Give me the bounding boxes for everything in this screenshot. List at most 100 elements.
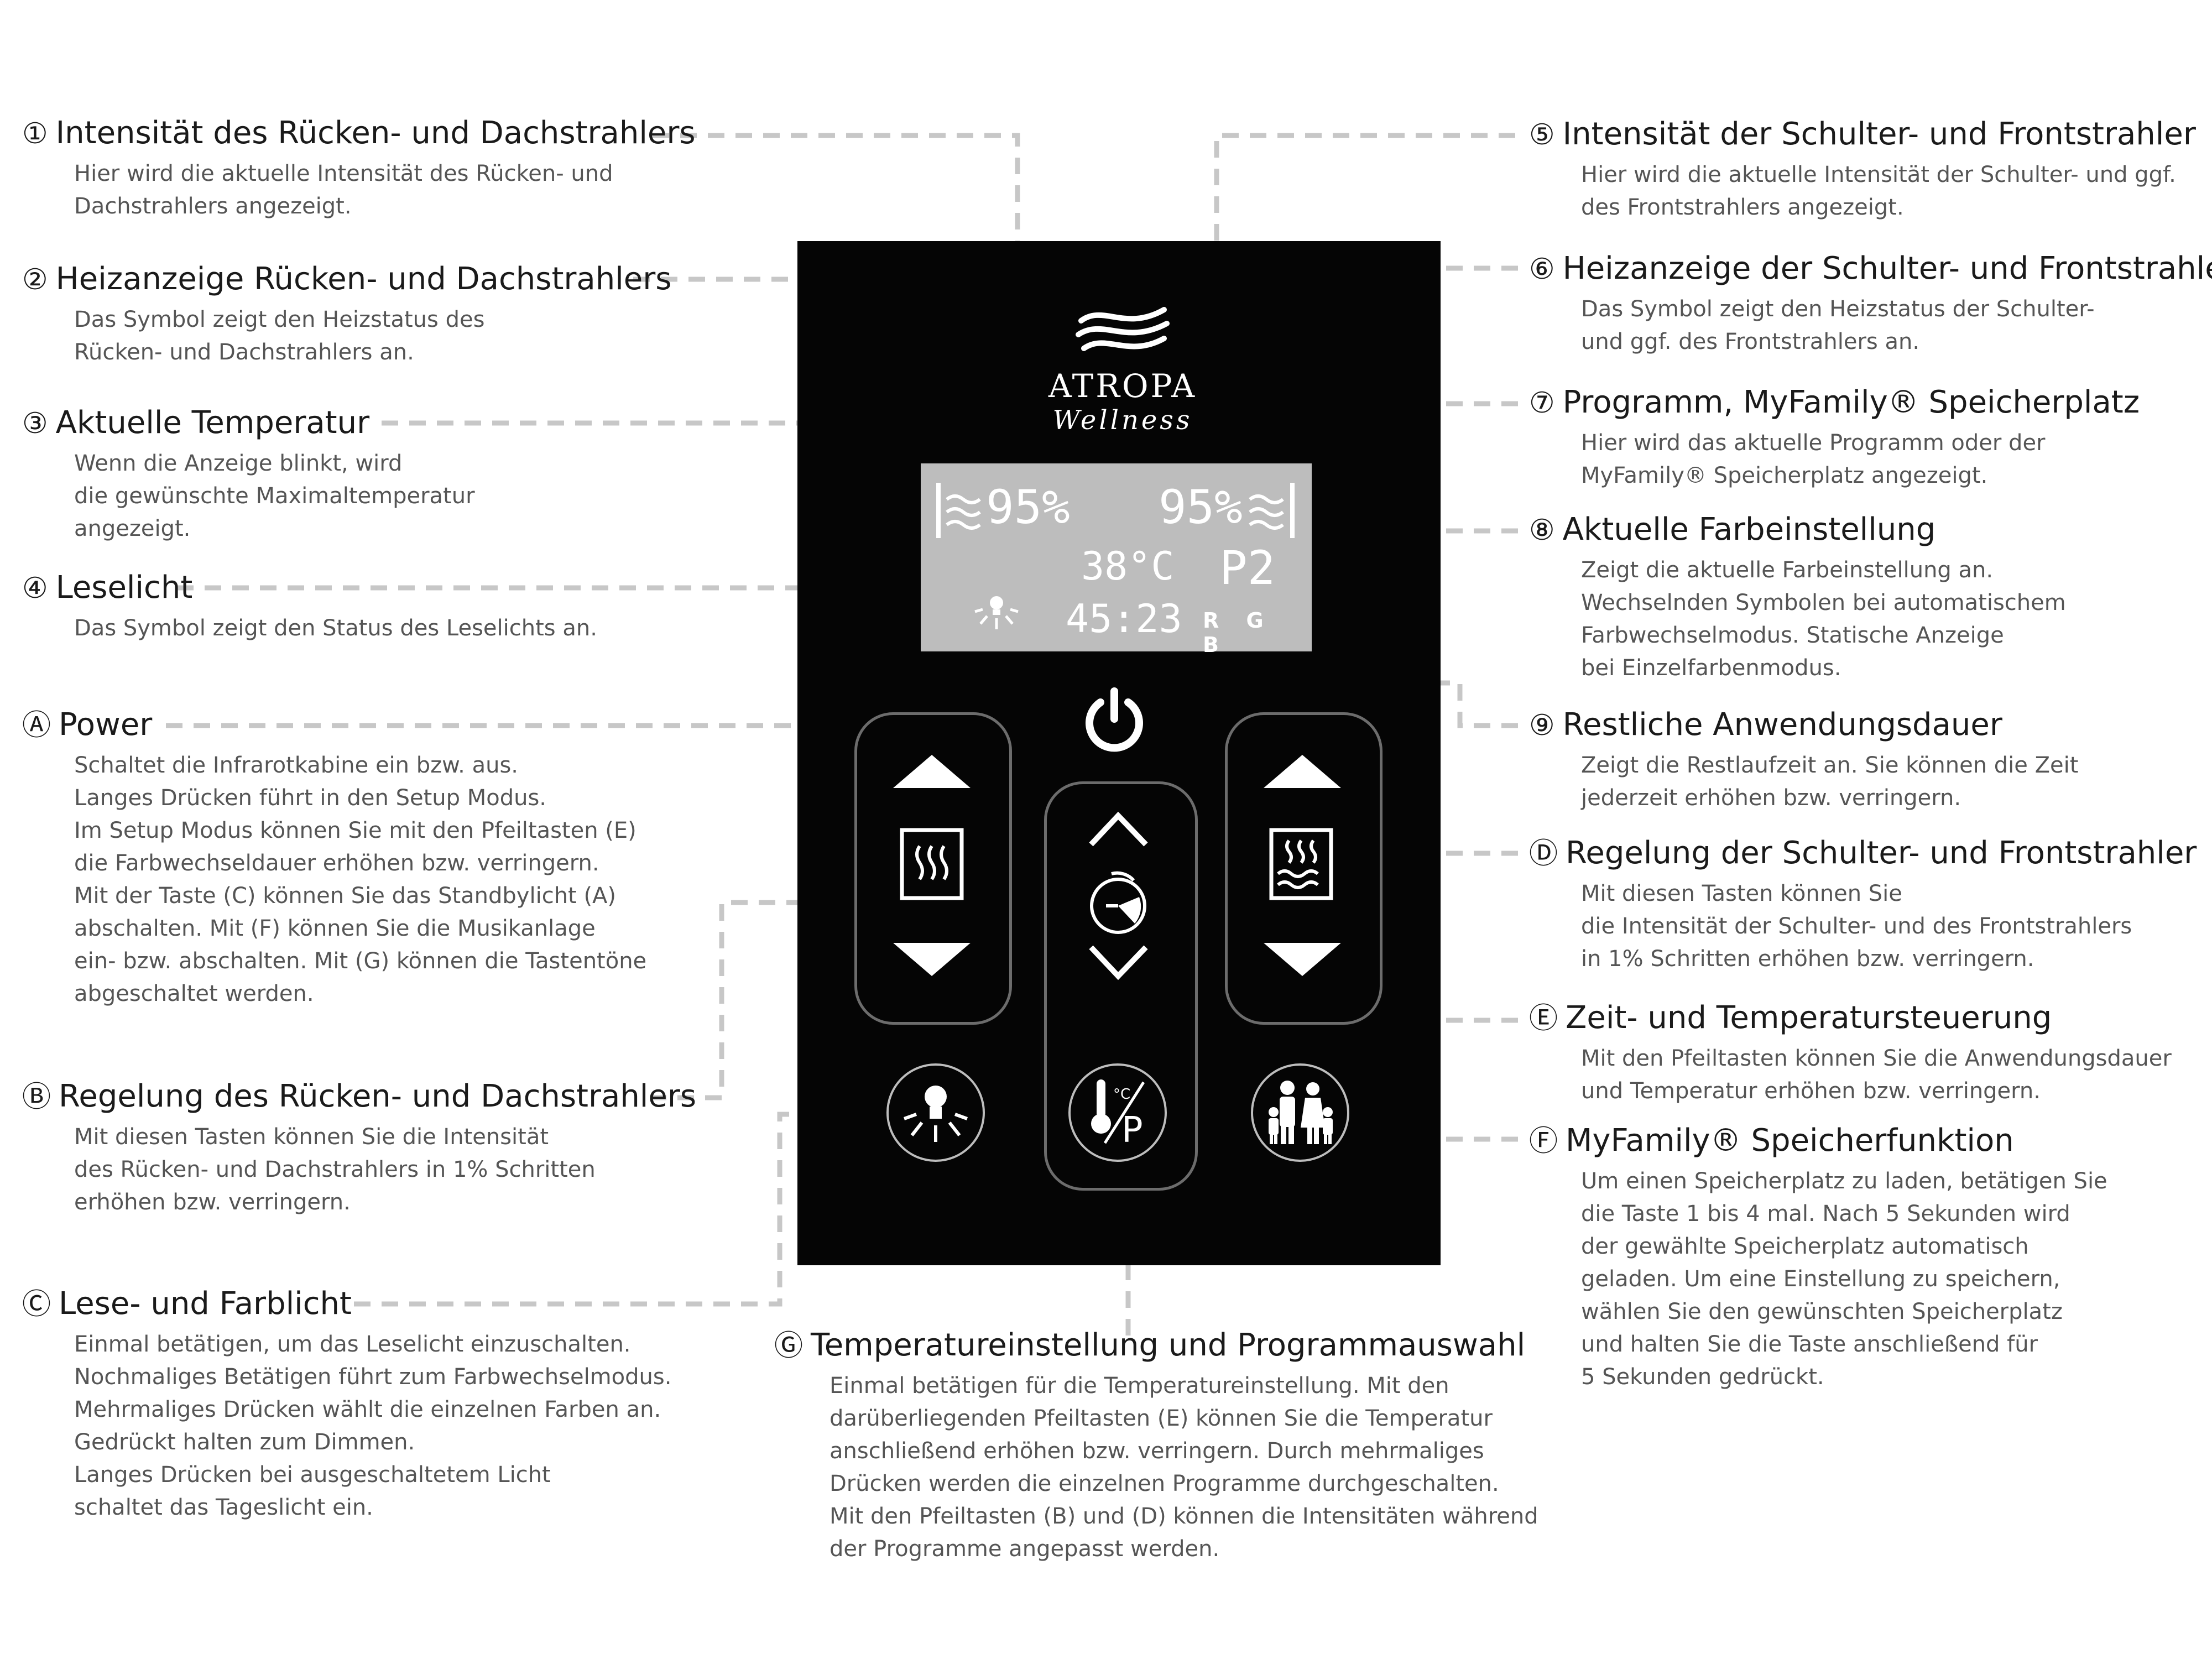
title-6: Heizanzeige der Schulter- und Frontstrah… [1562, 251, 2212, 286]
lcd-time: 45:23 [1066, 596, 1182, 641]
timer-icon [1090, 871, 1146, 934]
marker-E: Ⓔ [1529, 1002, 1558, 1035]
back-intensity-down-button[interactable] [890, 940, 973, 979]
shoulder-intensity-control [1225, 712, 1383, 1025]
light-bulb-icon [903, 1086, 968, 1142]
leader-9 [1125, 661, 1518, 728]
marker-D: Ⓓ [1529, 837, 1558, 870]
title-A: Power [59, 707, 153, 743]
wave-logo-icon [1076, 307, 1170, 351]
marker-8: ⑧ [1529, 514, 1555, 547]
desc-7: Hier wird das aktuelle Programm oder der… [1581, 430, 2046, 488]
desc-D: Mit diesen Tasten können Sie die Intensi… [1581, 881, 2132, 972]
desc-4: Das Symbol zeigt den Status des Leselich… [74, 615, 597, 641]
lcd-program: P2 [1219, 541, 1276, 595]
desc-3: Wenn die Anzeige blinkt, wird die gewüns… [74, 451, 475, 541]
title-5: Intensität der Schulter- und Frontstrahl… [1562, 116, 2196, 152]
time-temperature-control [1044, 781, 1198, 1191]
desc-F: Um einen Speicherplatz zu laden, betätig… [1581, 1168, 2107, 1390]
title-E: Zeit- und Temperatursteuerung [1566, 1000, 2052, 1036]
marker-3: ③ [22, 407, 48, 440]
marker-G: Ⓖ [774, 1329, 804, 1363]
lcd-bar-right [1290, 483, 1295, 538]
desc-E: Mit den Pfeiltasten können Sie die Anwen… [1581, 1046, 2172, 1104]
desc-C: Einmal betätigen, um das Leselicht einzu… [74, 1332, 672, 1520]
lcd-back-intensity: 95% [986, 480, 1070, 534]
light-button[interactable] [886, 1063, 985, 1162]
lcd-bar-left [936, 483, 941, 538]
time-temperature-down-button[interactable] [1087, 943, 1150, 982]
marker-C: Ⓒ [22, 1288, 51, 1321]
marker-2: ② [22, 263, 48, 296]
desc-8: Zeigt die aktuelle Farbeinstellung an. W… [1581, 557, 2066, 681]
brand-sub: Wellness [1052, 405, 1193, 436]
title-9: Restliche Anwendungsdauer [1562, 707, 2002, 743]
myfamily-button[interactable] [1251, 1063, 1349, 1162]
desc-G: Einmal betätigen für die Temperatureinst… [830, 1373, 1538, 1562]
thermometer-program-icon: °C P [1091, 1079, 1145, 1149]
time-temperature-up-button[interactable] [1087, 810, 1150, 849]
desc-A: Schaltet die Infrarotkabine ein bzw. aus… [74, 753, 647, 1006]
marker-5: ⑤ [1529, 118, 1555, 152]
power-button[interactable] [1084, 686, 1145, 752]
marker-7: ⑦ [1529, 387, 1555, 420]
marker-B: Ⓑ [22, 1081, 51, 1114]
desc-5: Hier wird die aktuelle Intensität der Sc… [1581, 162, 2176, 220]
marker-6: ⑥ [1529, 253, 1555, 286]
marker-9: ⑨ [1529, 709, 1555, 742]
title-3: Aktuelle Temperatur [55, 405, 370, 441]
back-intensity-control [854, 712, 1012, 1025]
lcd-display: 95% 95% 38°C P2 45:23 R G B [921, 463, 1312, 657]
marker-A: Ⓐ [22, 709, 51, 742]
title-G: Temperatureinstellung und Programmauswah… [811, 1327, 1526, 1363]
desc-9: Zeigt die Restlaufzeit an. Sie können di… [1581, 753, 2079, 811]
title-7: Programm, MyFamily® Speicherplatz [1562, 384, 2140, 420]
desc-B: Mit diesen Tasten können Sie die Intensi… [74, 1124, 596, 1215]
desc-2: Das Symbol zeigt den Heizstatus des Rück… [74, 307, 485, 365]
lcd-shoulder-intensity: 95% [1159, 480, 1243, 534]
shoulder-intensity-down-button[interactable] [1261, 940, 1344, 979]
heat-wave-right-icon [1249, 494, 1284, 530]
title-C: Lese- und Farblicht [59, 1286, 352, 1322]
atropa-logo: ATROPA Wellness [1012, 299, 1233, 436]
leader-1 [653, 133, 1020, 492]
lcd-temperature: 38°C [1081, 544, 1175, 589]
title-8: Aktuelle Farbeinstellung [1562, 512, 1936, 547]
shoulder-heater-icon [1269, 828, 1333, 900]
temperature-program-button[interactable]: °C P [1068, 1063, 1167, 1162]
desc-6: Das Symbol zeigt den Heizstatus der Schu… [1581, 296, 2095, 354]
desc-1: Hier wird die aktuelle Intensität des Rü… [74, 161, 613, 219]
title-2: Heizanzeige Rücken- und Dachstrahlers [55, 261, 672, 297]
marker-1: ① [22, 117, 48, 150]
back-heater-icon [900, 828, 964, 900]
title-D: Regelung der Schulter- und Frontstrahler [1566, 835, 2197, 871]
shoulder-intensity-up-button[interactable] [1261, 752, 1344, 791]
title-F: MyFamily® Speicherfunktion [1566, 1123, 2014, 1159]
marker-F: Ⓕ [1529, 1125, 1558, 1158]
back-intensity-up-button[interactable] [890, 752, 973, 791]
svg-text:°C: °C [1113, 1086, 1130, 1103]
marker-4: ④ [22, 572, 48, 605]
title-4: Leselicht [55, 570, 193, 606]
title-1: Intensität des Rücken- und Dachstrahlers [55, 115, 696, 151]
heat-wave-left-icon [946, 494, 981, 530]
title-B: Regelung des Rücken- und Dachstrahlers [59, 1078, 697, 1114]
family-icon [1269, 1081, 1333, 1144]
brand-name: ATROPA [1048, 367, 1197, 405]
lcd-color-mode: R G B [1203, 608, 1274, 657]
reading-light-status-icon [974, 596, 1019, 629]
